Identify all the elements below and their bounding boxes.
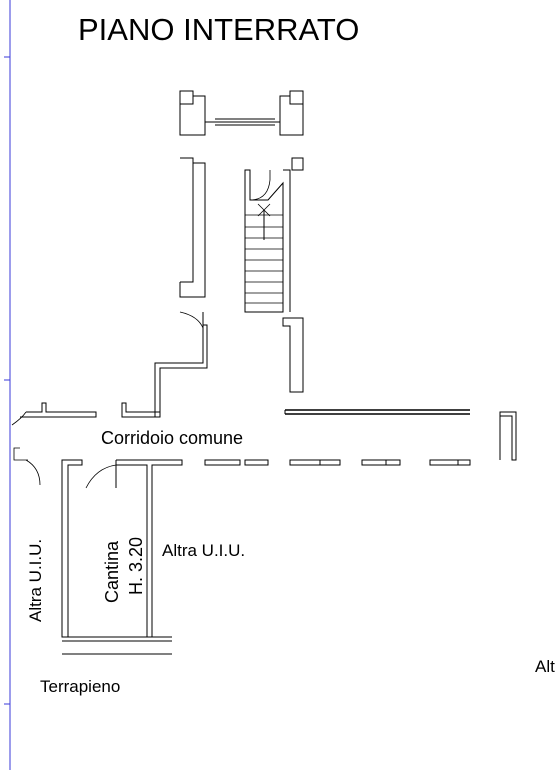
stair-hall-lower-wall xyxy=(154,324,208,418)
other-unit-cut-label: Alt xyxy=(535,657,555,676)
other-unit-left-label: Altra U.I.U. xyxy=(26,539,45,622)
cellar-bottom-wall xyxy=(62,636,172,655)
embankment-label: Terrapieno xyxy=(40,677,120,696)
corridor-upper-wall xyxy=(20,402,517,461)
cellar-height-label: H. 3.20 xyxy=(126,537,146,595)
plan-title: PIANO INTERRATO xyxy=(78,12,359,47)
staircase xyxy=(244,157,304,313)
entrance-top xyxy=(179,90,304,136)
sheet-border xyxy=(4,0,11,770)
stair-hall-right-wall xyxy=(282,317,304,393)
door-stair-hall xyxy=(179,311,204,329)
corridor-lower-wall xyxy=(61,459,471,638)
stair-hall-left-wall xyxy=(179,157,206,298)
cellar-name-label: Cantina xyxy=(102,540,122,603)
corridor-label: Corridoio comune xyxy=(101,428,243,448)
other-unit-right-label: Altra U.I.U. xyxy=(162,541,245,560)
corridor-left-door xyxy=(11,411,41,486)
